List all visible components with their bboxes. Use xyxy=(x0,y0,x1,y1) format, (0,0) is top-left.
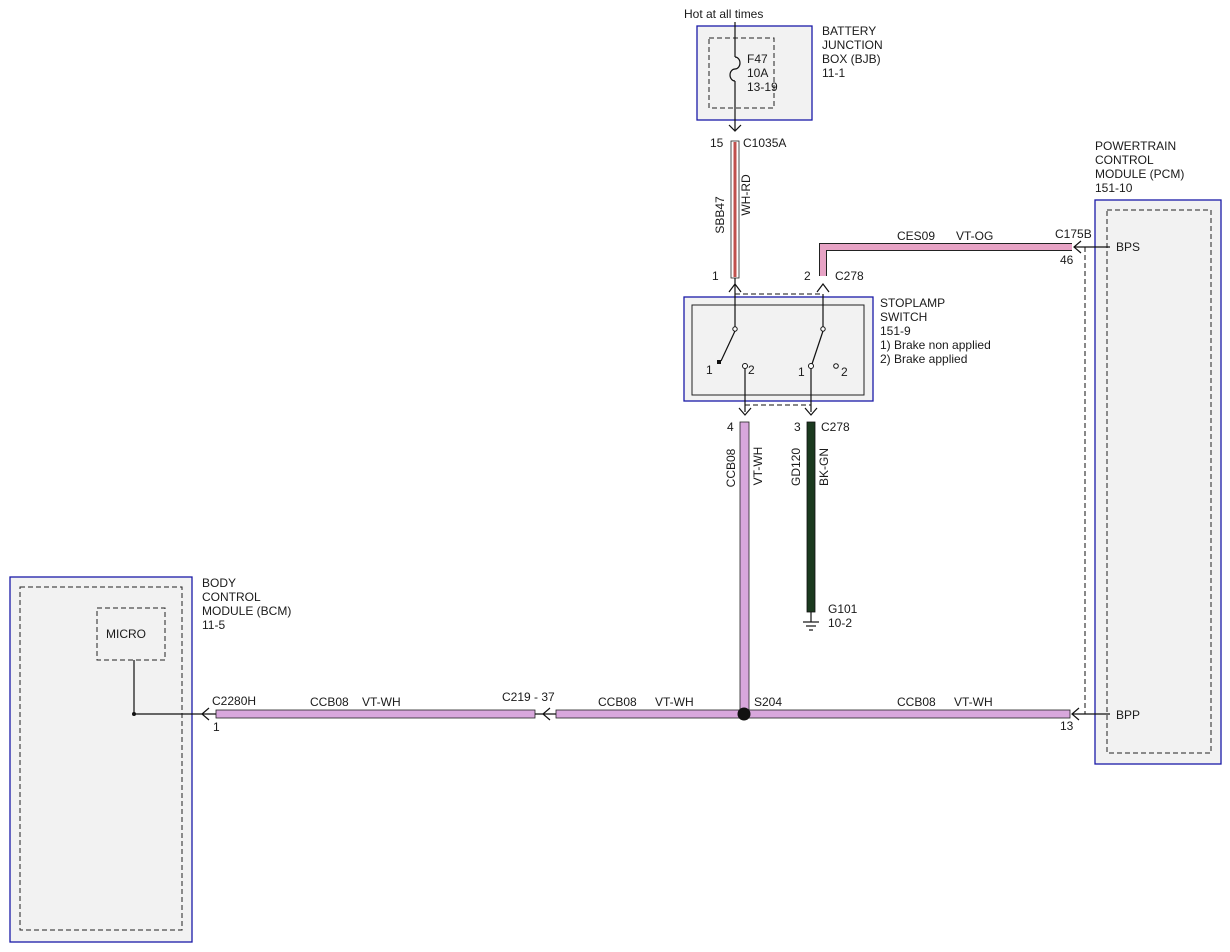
bjb-inner-outline xyxy=(708,37,775,109)
bcm-micro-box xyxy=(96,607,166,661)
wire-ccb08-vertical xyxy=(739,421,750,715)
wire-ccb08-vertical-circuit: CCB08 xyxy=(724,448,738,487)
wire-ccb08-vertical-color: VT-WH xyxy=(751,447,765,486)
bcm-title-line-3: MODULE (BCM) xyxy=(202,604,291,618)
wire-gd120-circuit: GD120 xyxy=(789,448,803,486)
switch-bottom-pin-4: 4 xyxy=(727,420,734,434)
switch-b-icon xyxy=(808,294,839,412)
switch-b-pos-2: 2 xyxy=(841,365,848,379)
switch-a-icon xyxy=(717,294,748,412)
wire-ccb08-pcm xyxy=(747,709,1071,719)
wire-gd120-color: BK-GN xyxy=(817,448,831,486)
bcm-micro-label: MICRO xyxy=(106,627,146,641)
bjb-title-line-3: BOX (BJB) xyxy=(822,52,881,66)
bcm-connector: C2280H xyxy=(212,694,256,708)
pcm-title-line-3: MODULE (PCM) xyxy=(1095,167,1184,181)
pcm-bpp-arrow-icon xyxy=(1071,707,1080,721)
pcm-bpp-label: BPP xyxy=(1116,708,1140,722)
wire-sbb47-circuit: SBB47 xyxy=(713,196,727,234)
inline-connector-name: C219 - 37 xyxy=(502,690,555,704)
bcm-node-dot-icon xyxy=(132,712,136,716)
bjb-connector: C1035A xyxy=(743,136,786,150)
wire-ces09 xyxy=(820,244,1072,276)
bcm-inner-outline xyxy=(19,586,183,931)
wire-ccb08-pcm-color: VT-WH xyxy=(954,695,993,709)
pcm-title-line-1: POWERTRAIN xyxy=(1095,139,1176,153)
wire-ccb08-pcm-circuit: CCB08 xyxy=(897,695,936,709)
fuse-rating: 10A xyxy=(747,66,768,80)
power-label: Hot at all times xyxy=(684,7,763,21)
bjb-pin-arrow-icon xyxy=(728,124,742,132)
fuse-name: F47 xyxy=(747,52,768,66)
switch-b-pos-1: 1 xyxy=(798,365,805,379)
pcm-bps-arrow-icon xyxy=(1073,240,1082,254)
pcm-page-ref: 151-10 xyxy=(1095,181,1133,195)
wire-gd120 xyxy=(806,421,816,613)
bjb-title-line-2: JUNCTION xyxy=(822,38,883,52)
splice-name: S204 xyxy=(754,695,782,709)
bjb-page-ref: 11-1 xyxy=(822,66,845,80)
switch-a-pos-2: 2 xyxy=(748,363,755,377)
bcm-pin: 1 xyxy=(213,720,220,734)
wire-ccb08-mid-circuit: CCB08 xyxy=(598,695,637,709)
switch-bottom-connector: C278 xyxy=(821,420,850,434)
pcm-title-line-2: CONTROL xyxy=(1095,153,1154,167)
pcm-bps-pin: 46 xyxy=(1060,253,1074,267)
inline-connector-arrow-icon xyxy=(542,707,551,721)
switch-a-pos-1: 1 xyxy=(706,363,713,377)
pcm-module xyxy=(1094,199,1222,765)
bjb-pin: 15 xyxy=(710,136,724,150)
bcm-page-ref: 11-5 xyxy=(202,618,225,632)
bcm-title-line-1: BODY xyxy=(202,576,236,590)
wire-ces09-circuit: CES09 xyxy=(897,229,935,243)
wire-ccb08-bcm-color: VT-WH xyxy=(362,695,401,709)
pcm-connector: C175B xyxy=(1055,227,1092,241)
switch-pin4-arrow-icon xyxy=(738,407,752,416)
wire-ccb08-bcm xyxy=(215,709,536,719)
bcm-pin-arrow-icon xyxy=(201,707,210,721)
bcm-title-line-2: CONTROL xyxy=(202,590,261,604)
stoplamp-title-line-1: STOPLAMP xyxy=(880,296,945,310)
pcm-bps-label: BPS xyxy=(1116,240,1140,254)
switch-bottom-pin-3: 3 xyxy=(794,420,801,434)
stoplamp-note-2: 2) Brake applied xyxy=(880,352,967,366)
wire-ccb08-bcm-circuit: CCB08 xyxy=(310,695,349,709)
stoplamp-note-1: 1) Brake non applied xyxy=(880,338,991,352)
stoplamp-title-line-2: SWITCH xyxy=(880,310,927,324)
wire-ccb08-mid-color: VT-WH xyxy=(655,695,694,709)
wire-sbb47-color: WH-RD xyxy=(739,174,753,216)
fuse-icon xyxy=(729,56,741,82)
bcm-module xyxy=(9,576,193,943)
stoplamp-page-ref: 151-9 xyxy=(880,324,911,338)
ground-icon xyxy=(803,612,819,631)
ground-name: G101 xyxy=(828,602,858,616)
ground-page-ref: 10-2 xyxy=(828,616,852,630)
bjb-module xyxy=(696,25,813,121)
wire-ces09-color: VT-OG xyxy=(956,229,993,243)
switch-pin2-arrow-icon xyxy=(816,283,830,293)
switch-top-pin-2: 2 xyxy=(804,269,811,283)
bjb-title-line-1: BATTERY xyxy=(822,24,876,38)
switch-top-pin-1: 1 xyxy=(712,269,719,283)
switch-pin3-arrow-icon xyxy=(804,407,818,416)
pcm-bpp-pin: 13 xyxy=(1060,719,1074,733)
splice-dot-icon xyxy=(737,707,751,721)
fuse-ref: 13-19 xyxy=(747,80,778,94)
wire-ccb08-mid xyxy=(555,709,743,719)
switch-top-connector: C278 xyxy=(835,269,864,283)
pcm-inner-outline xyxy=(1106,209,1212,754)
stoplamp-switch-body xyxy=(691,304,865,396)
